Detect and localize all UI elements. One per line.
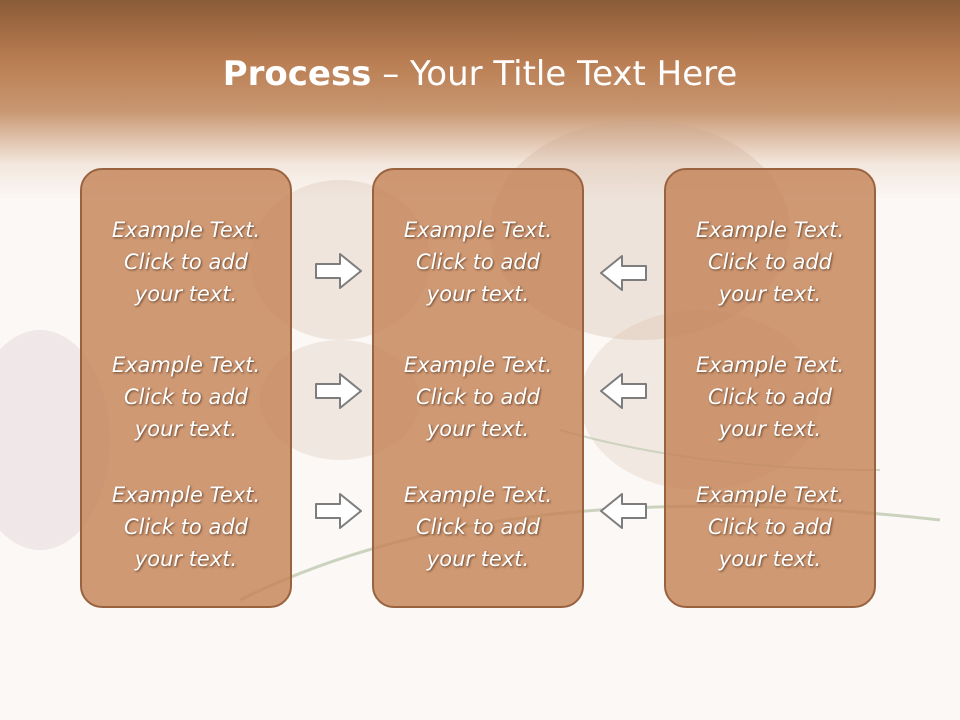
page-title[interactable]: Process – Your Title Text Here xyxy=(0,52,960,96)
text-line: your text. xyxy=(134,282,238,306)
text-line: Example Text. xyxy=(695,483,845,507)
text-line: Click to add xyxy=(415,250,540,274)
text-line: Click to add xyxy=(415,385,540,409)
text-block[interactable]: Example Text. Click to add your text. xyxy=(666,479,874,575)
text-block[interactable]: Example Text. Click to add your text. xyxy=(82,214,290,310)
arrow-right-icon xyxy=(315,373,362,409)
text-block[interactable]: Example Text. Click to add your text. xyxy=(374,349,582,445)
text-block[interactable]: Example Text. Click to add your text. xyxy=(374,479,582,575)
text-line: Example Text. xyxy=(111,218,261,242)
arrow-left-icon xyxy=(600,255,647,291)
column-center: Example Text. Click to add your text. Ex… xyxy=(372,168,584,608)
text-line: Example Text. xyxy=(403,483,553,507)
text-line: your text. xyxy=(134,417,238,441)
text-line: Click to add xyxy=(123,385,248,409)
text-line: Click to add xyxy=(707,515,832,539)
title-banner xyxy=(0,0,960,200)
text-line: Example Text. xyxy=(695,218,845,242)
title-bold-text: Process xyxy=(222,54,372,94)
text-block[interactable]: Example Text. Click to add your text. xyxy=(82,479,290,575)
text-block[interactable]: Example Text. Click to add your text. xyxy=(82,349,290,445)
text-line: Click to add xyxy=(707,250,832,274)
text-block[interactable]: Example Text. Click to add your text. xyxy=(666,349,874,445)
arrow-left-icon xyxy=(600,373,647,409)
text-line: Click to add xyxy=(123,515,248,539)
arrow-left-icon xyxy=(600,493,647,529)
title-rest-text: – Your Title Text Here xyxy=(371,54,738,94)
text-block[interactable]: Example Text. Click to add your text. xyxy=(666,214,874,310)
text-line: Example Text. xyxy=(403,218,553,242)
text-line: Example Text. xyxy=(695,353,845,377)
column-left: Example Text. Click to add your text. Ex… xyxy=(80,168,292,608)
text-line: your text. xyxy=(426,417,530,441)
arrow-right-icon xyxy=(315,493,362,529)
text-line: your text. xyxy=(718,417,822,441)
column-right: Example Text. Click to add your text. Ex… xyxy=(664,168,876,608)
text-line: Example Text. xyxy=(111,353,261,377)
text-line: your text. xyxy=(134,547,238,571)
arrow-right-icon xyxy=(315,253,362,289)
text-line: Example Text. xyxy=(111,483,261,507)
text-line: Example Text. xyxy=(403,353,553,377)
text-line: your text. xyxy=(426,282,530,306)
text-line: Click to add xyxy=(123,250,248,274)
text-block[interactable]: Example Text. Click to add your text. xyxy=(374,214,582,310)
text-line: your text. xyxy=(718,282,822,306)
text-line: Click to add xyxy=(415,515,540,539)
text-line: your text. xyxy=(718,547,822,571)
text-line: your text. xyxy=(426,547,530,571)
text-line: Click to add xyxy=(707,385,832,409)
